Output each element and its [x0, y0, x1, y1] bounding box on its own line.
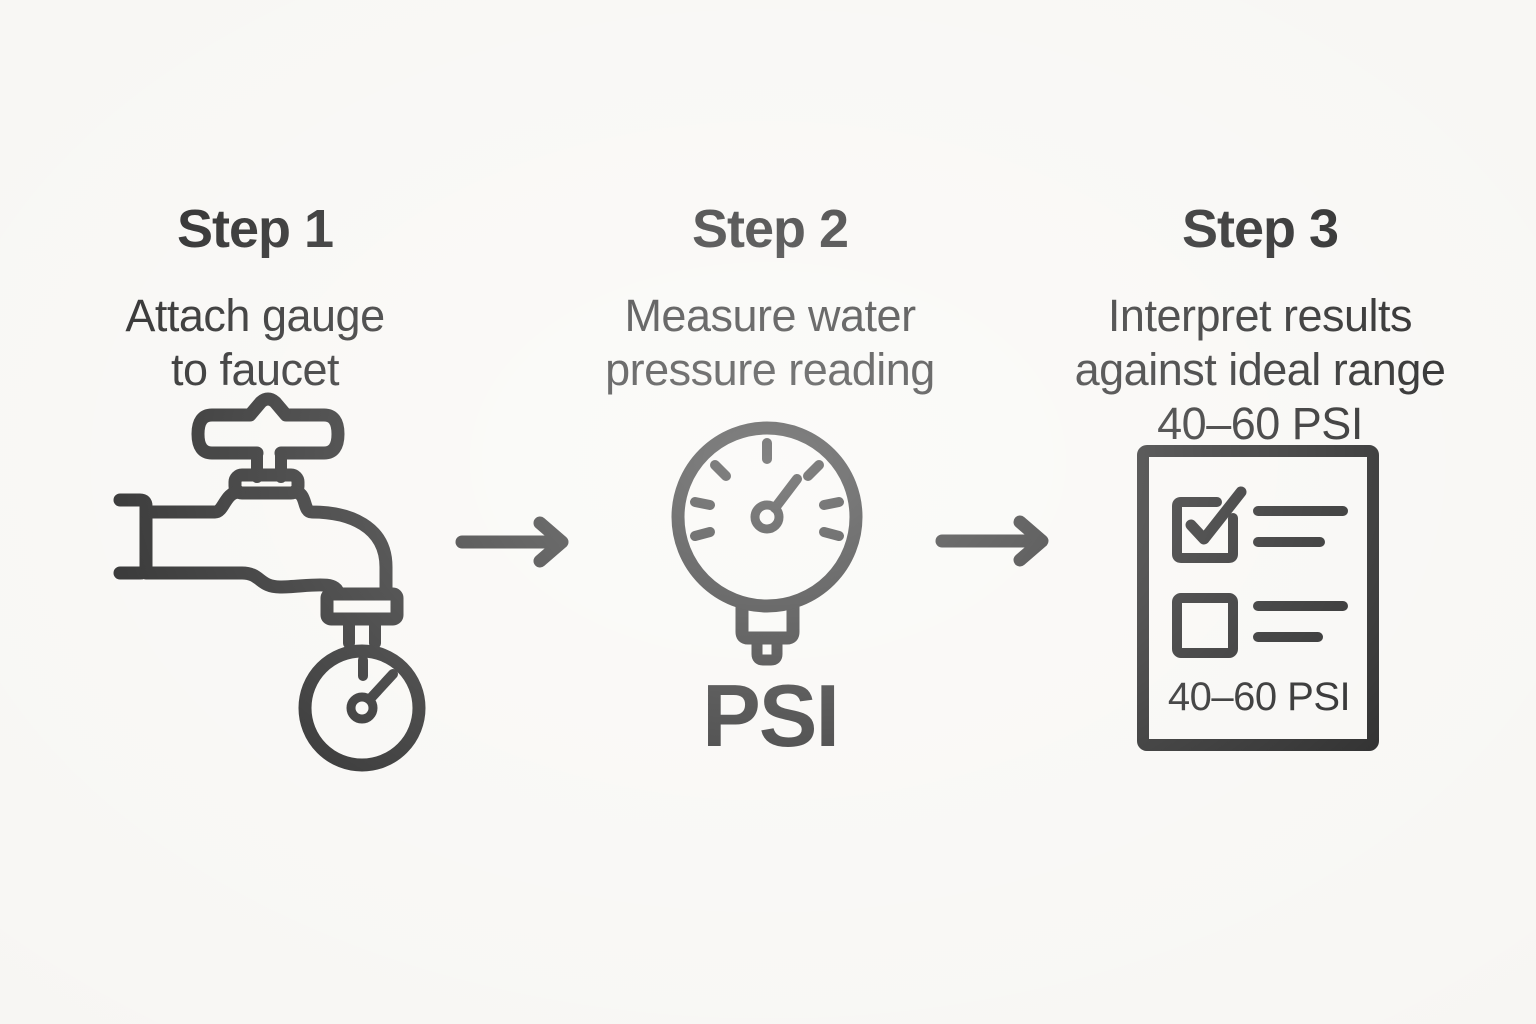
arrow-head — [533, 516, 569, 568]
checklist-sheet — [1137, 445, 1379, 751]
faucet-spout-outer — [287, 485, 393, 601]
checkmark-icon — [1185, 486, 1247, 545]
arrow-head — [1013, 515, 1049, 567]
step-3-subtitle-line-3: 40–60 PSI — [1157, 398, 1363, 449]
checklist-range-label: 40–60 PSI — [1168, 675, 1350, 719]
gauge-hub — [750, 500, 784, 534]
gauge-ticks — [690, 438, 844, 541]
step-3-subtitle-line-2: against ideal range — [1074, 344, 1446, 395]
faucet-collar — [228, 468, 305, 500]
step-1-subtitle-line-1: Attach gauge — [125, 290, 385, 341]
faucet-with-gauge-icon — [113, 392, 426, 772]
step-3-subtitle: Interpret results against ideal range 40… — [1050, 289, 1470, 451]
flow-arrow-1-icon — [455, 516, 569, 568]
gauge-connector — [343, 613, 381, 649]
checklist-row-2-lines — [1253, 601, 1348, 642]
faucet-body-top — [139, 485, 246, 519]
gauge-stem — [735, 600, 800, 645]
gauge-needle — [770, 474, 802, 513]
step-1-subtitle-line-2: to faucet — [170, 344, 340, 395]
psi-label: PSI — [702, 666, 840, 765]
step-3-subtitle-line-1: Interpret results — [1107, 290, 1413, 341]
step-2-title: Step 2 — [691, 198, 849, 259]
faucet-handle — [191, 392, 345, 460]
step-2-subtitle: Measure water pressure reading — [560, 289, 980, 397]
attached-gauge-needle — [365, 669, 398, 704]
attached-gauge-hub — [346, 692, 378, 724]
checklist-row-1-lines — [1253, 506, 1348, 547]
step-2-subtitle-line-2: pressure reading — [605, 344, 935, 395]
coupling-nut — [320, 587, 404, 626]
step-1-subtitle: Attach gauge to faucet — [45, 289, 465, 397]
attached-gauge-dial — [298, 644, 426, 772]
step-3-title: Step 3 — [1181, 198, 1339, 259]
gauge-stub — [751, 634, 783, 666]
gauge-dial — [671, 421, 863, 613]
checkbox-checked — [1172, 497, 1238, 563]
flow-arrow-2-icon — [935, 515, 1049, 567]
pressure-gauge-icon — [671, 421, 863, 666]
faucet-spout-inner — [139, 566, 345, 601]
checkbox-empty — [1172, 593, 1238, 658]
step-1-title: Step 1 — [176, 198, 334, 259]
checklist-icon: 40–60 PSI — [1137, 445, 1379, 751]
step-2-subtitle-line-1: Measure water — [624, 290, 916, 341]
